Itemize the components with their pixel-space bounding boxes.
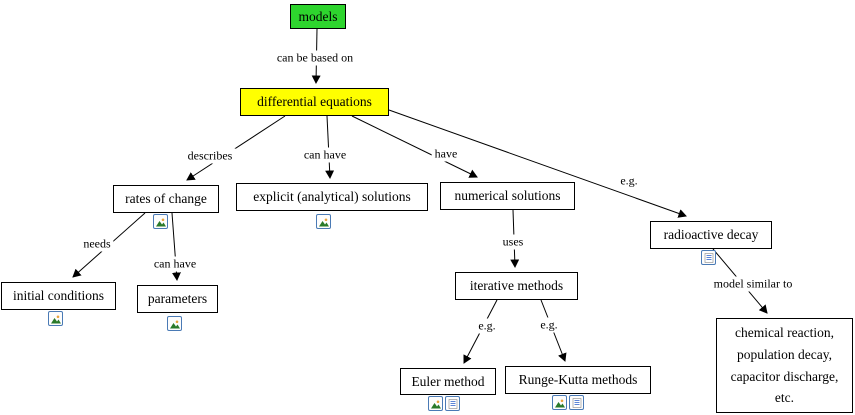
- document-attachment-icon[interactable]: [701, 250, 716, 265]
- node-radioactive-decay[interactable]: radioactive decay: [650, 221, 772, 249]
- link-label-needs[interactable]: needs: [80, 236, 114, 252]
- node-euler-method[interactable]: Euler method: [400, 368, 496, 395]
- node-differential-equations[interactable]: differential equations: [240, 88, 389, 116]
- node-runge-kutta-methods[interactable]: Runge-Kutta methods: [505, 366, 651, 394]
- document-attachment-icon[interactable]: [445, 396, 460, 411]
- image-attachment-icon[interactable]: [552, 395, 567, 410]
- node-iterative-methods[interactable]: iterative methods: [455, 272, 578, 300]
- link-label-describes[interactable]: describes: [184, 148, 236, 164]
- link-label-eg-euler[interactable]: e.g.: [475, 318, 499, 334]
- link-label-can-have-parameters[interactable]: can have: [150, 256, 200, 272]
- image-attachment-icon[interactable]: [153, 214, 168, 229]
- link-label-eg-runge-kutta[interactable]: e.g.: [537, 317, 561, 333]
- link-label-can-have-solutions[interactable]: can have: [300, 147, 350, 163]
- node-rates-of-change[interactable]: rates of change: [113, 185, 219, 213]
- link-label-have[interactable]: have: [431, 146, 461, 162]
- node-analogous-models[interactable]: chemical reaction, population decay, cap…: [716, 318, 853, 413]
- image-attachment-icon[interactable]: [48, 311, 63, 326]
- image-attachment-icon[interactable]: [316, 214, 331, 229]
- link-label-uses[interactable]: uses: [499, 234, 527, 250]
- image-attachment-icon[interactable]: [167, 316, 182, 331]
- node-models[interactable]: models: [290, 4, 346, 29]
- node-numerical-solutions[interactable]: numerical solutions: [440, 182, 575, 210]
- node-explicit-analytical-solutions[interactable]: explicit (analytical) solutions: [236, 183, 428, 211]
- document-attachment-icon[interactable]: [569, 395, 584, 410]
- image-attachment-icon[interactable]: [428, 396, 443, 411]
- node-initial-conditions[interactable]: initial conditions: [1, 282, 116, 310]
- node-parameters[interactable]: parameters: [137, 285, 218, 313]
- link-label-can-be-based-on[interactable]: can be based on: [273, 50, 357, 66]
- link-label-model-similar-to[interactable]: model similar to: [710, 276, 796, 292]
- link-label-eg-decay[interactable]: e.g.: [617, 173, 641, 189]
